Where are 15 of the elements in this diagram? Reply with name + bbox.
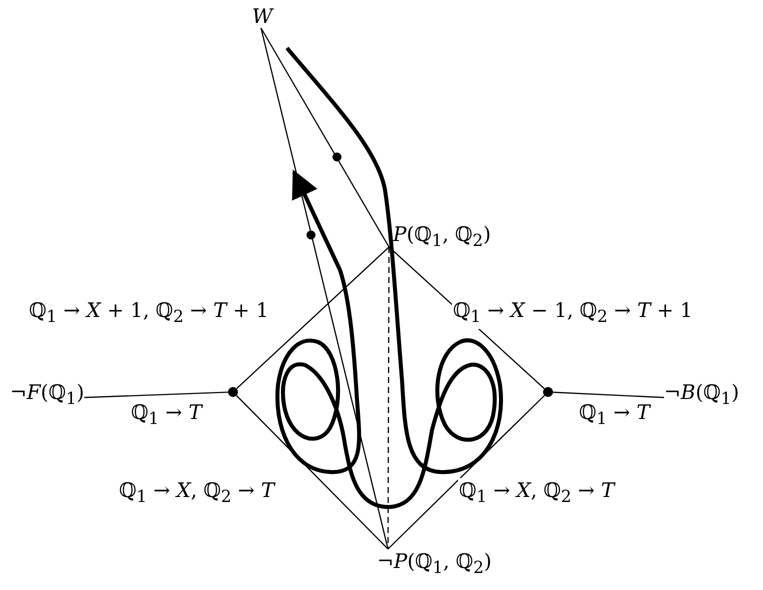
line	[552, 392, 664, 398]
line	[84, 392, 228, 398]
point-label: ¬P(ℚ$_{1}$, ℚ$_{2}$)	[377, 549, 492, 580]
junction-dot	[228, 387, 238, 397]
line	[236, 395, 388, 550]
line	[260, 28, 390, 248]
point-label: P(ℚ$_{1}$, ℚ$_{2}$)	[393, 222, 491, 253]
line	[236, 246, 390, 390]
line	[388, 395, 545, 550]
point-label: W	[252, 4, 273, 28]
point-label: ¬B(ℚ$_{1}$)	[664, 380, 740, 411]
dashed-line	[387, 247, 390, 549]
point-label: ¬F(ℚ$_{1}$)	[10, 380, 84, 411]
line	[260, 28, 389, 550]
junction-dot	[543, 387, 553, 397]
